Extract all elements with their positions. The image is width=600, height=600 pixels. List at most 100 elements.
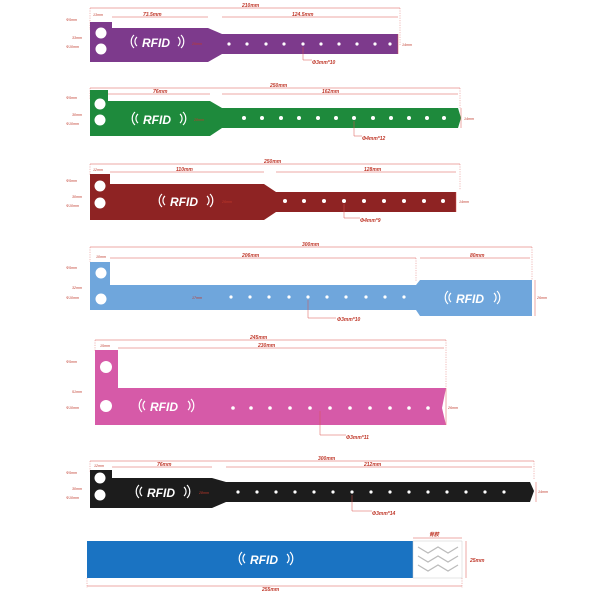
- rfid-label: RFID: [456, 292, 484, 306]
- total-length-label: 300mm: [318, 456, 336, 462]
- top-left-small-label: Φ5mm: [66, 360, 77, 364]
- notch-label: 12mm: [94, 464, 104, 468]
- notch-label: 15mm: [100, 344, 110, 348]
- strap-length-label: 124.5mm: [292, 12, 314, 18]
- backing-label: 背胶: [429, 531, 440, 538]
- inner-label: 28mm: [193, 118, 204, 122]
- head-height-label: 33mm: [72, 36, 82, 40]
- bottom-left-small-label: Φ10mm: [66, 204, 79, 208]
- bottom-left-small-label: Φ10mm: [66, 122, 79, 126]
- wristband-purple: 210mm 73.5mm 124.5mm Φ5mm 13mm 33mm Φ10m…: [66, 3, 412, 66]
- strap-holes: [242, 116, 446, 120]
- wristband-black: 300mm 76mm 212mm Φ5mm 12mm 30mm Φ10mm RF…: [66, 456, 548, 517]
- head-height-label: 30mm: [72, 113, 82, 117]
- strap-width-label: 14mm: [464, 117, 474, 121]
- band-body: [90, 22, 398, 62]
- head-hole-bottom: [100, 400, 112, 412]
- head-length-label: 206mm: [241, 253, 260, 259]
- strap-length-label: 162mm: [322, 89, 340, 95]
- strap-width-label: 14mm: [459, 200, 469, 204]
- strap-length-label: 80mm: [470, 253, 485, 259]
- hole-note: Φ3mm*14: [372, 511, 396, 517]
- rfid-label: RFID: [250, 553, 278, 567]
- top-left-small-label: Φ5mm: [66, 179, 77, 183]
- rfid-label: RFID: [170, 195, 198, 209]
- head-hole-bottom: [95, 43, 107, 55]
- adhesive-backing: [412, 540, 463, 579]
- head-hole-top: [94, 180, 106, 192]
- height-label: 25mm: [469, 558, 485, 564]
- total-length-label: 255mm: [261, 587, 280, 593]
- head-length-label: 73.5mm: [143, 12, 162, 18]
- head-hole-bottom: [95, 293, 107, 305]
- head-hole-bottom: [94, 489, 106, 501]
- head-length-label: 76mm: [157, 462, 172, 468]
- inner-length-label: 230mm: [257, 343, 276, 349]
- bottom-left-small-label: Φ10mm: [66, 296, 79, 300]
- head-height-label: 30mm: [72, 487, 82, 491]
- rfid-label: RFID: [147, 486, 175, 500]
- wristband-red: 250mm 110mm 128mm Φ5mm 12mm 30mm Φ10mm R…: [66, 159, 469, 224]
- strap-holes: [229, 295, 406, 299]
- notch-label: 13mm: [93, 13, 103, 17]
- head-height-label: 32mm: [72, 286, 82, 290]
- top-left-small-label: Φ5mm: [66, 471, 77, 475]
- head-hole-top: [100, 361, 112, 373]
- hole-note: Φ3mm*11: [346, 435, 369, 441]
- band-body: [90, 262, 532, 316]
- total-length-label: 250mm: [263, 159, 282, 165]
- band-body: [95, 350, 446, 425]
- inner-label: 26mm: [221, 200, 232, 204]
- band-body: [87, 541, 413, 578]
- total-length-label: 210mm: [241, 3, 260, 9]
- notch-label: 12mm: [93, 168, 103, 172]
- wristband-pink: 245mm 230mm 15mm Φ5mm 51mm Φ10mm RFID 26…: [66, 335, 458, 441]
- head-height-label: 30mm: [72, 195, 82, 199]
- inner-label: 28mm: [198, 491, 209, 495]
- hole-note: Φ3mm*10: [312, 60, 336, 66]
- notch-label: 10mm: [96, 255, 106, 259]
- band-body: [90, 470, 534, 508]
- strap-holes: [227, 42, 392, 46]
- strap-holes: [236, 490, 506, 494]
- bottom-left-small-label: Φ10mm: [66, 406, 79, 410]
- strap-length-label: 128mm: [364, 167, 382, 173]
- inner-label: 26mm: [191, 42, 202, 46]
- adhesive-pattern: [417, 546, 459, 572]
- bottom-left-small-label: Φ10mm: [66, 45, 79, 49]
- strap-holes: [231, 406, 430, 410]
- rfid-label: RFID: [150, 400, 178, 414]
- head-length-label: 110mm: [176, 167, 193, 173]
- strap-length-label: 212mm: [363, 462, 382, 468]
- head-hole-bottom: [94, 114, 106, 126]
- band-body: [90, 174, 456, 220]
- top-left-small-label: Φ5mm: [66, 18, 77, 22]
- total-length-label: 300mm: [302, 242, 320, 248]
- rfid-label: RFID: [143, 113, 171, 127]
- head-hole-top: [95, 27, 107, 39]
- head-hole-top: [95, 267, 107, 279]
- head-hole-top: [94, 98, 106, 110]
- strap-holes: [283, 199, 445, 203]
- hole-note: Φ4mm*9: [360, 218, 381, 224]
- total-length-label: 250mm: [269, 83, 288, 89]
- head-length-label: 76mm: [153, 89, 168, 95]
- head-hole-top: [94, 472, 106, 484]
- wristband-blue: 300mm 206mm 80mm Φ5mm 10mm 32mm Φ10mm 17…: [66, 242, 547, 323]
- hole-note: Φ3mm*10: [337, 317, 361, 323]
- bottom-left-small-label: Φ10mm: [66, 496, 79, 500]
- hole-note: Φ4mm*12: [362, 136, 386, 142]
- top-left-small-label: Φ5mm: [66, 96, 77, 100]
- strap-width-label: 26mm: [447, 406, 458, 410]
- head-height-label: 51mm: [72, 390, 82, 394]
- strap-width-label: 14mm: [538, 490, 548, 494]
- rfid-label: RFID: [142, 36, 170, 50]
- strap-width-label: 14mm: [402, 43, 412, 47]
- strap-width-label: 17mm: [192, 296, 202, 300]
- tag-width-label: 26mm: [536, 296, 547, 300]
- wristband-green: 250mm 76mm 162mm Φ5mm 12mm 30mm Φ10mm RF…: [66, 83, 474, 142]
- wristband-flat-blue: RFID 背胶 25mm 255mm: [86, 531, 485, 593]
- total-length-label: 245mm: [249, 335, 268, 341]
- top-left-small-label: Φ5mm: [66, 266, 77, 270]
